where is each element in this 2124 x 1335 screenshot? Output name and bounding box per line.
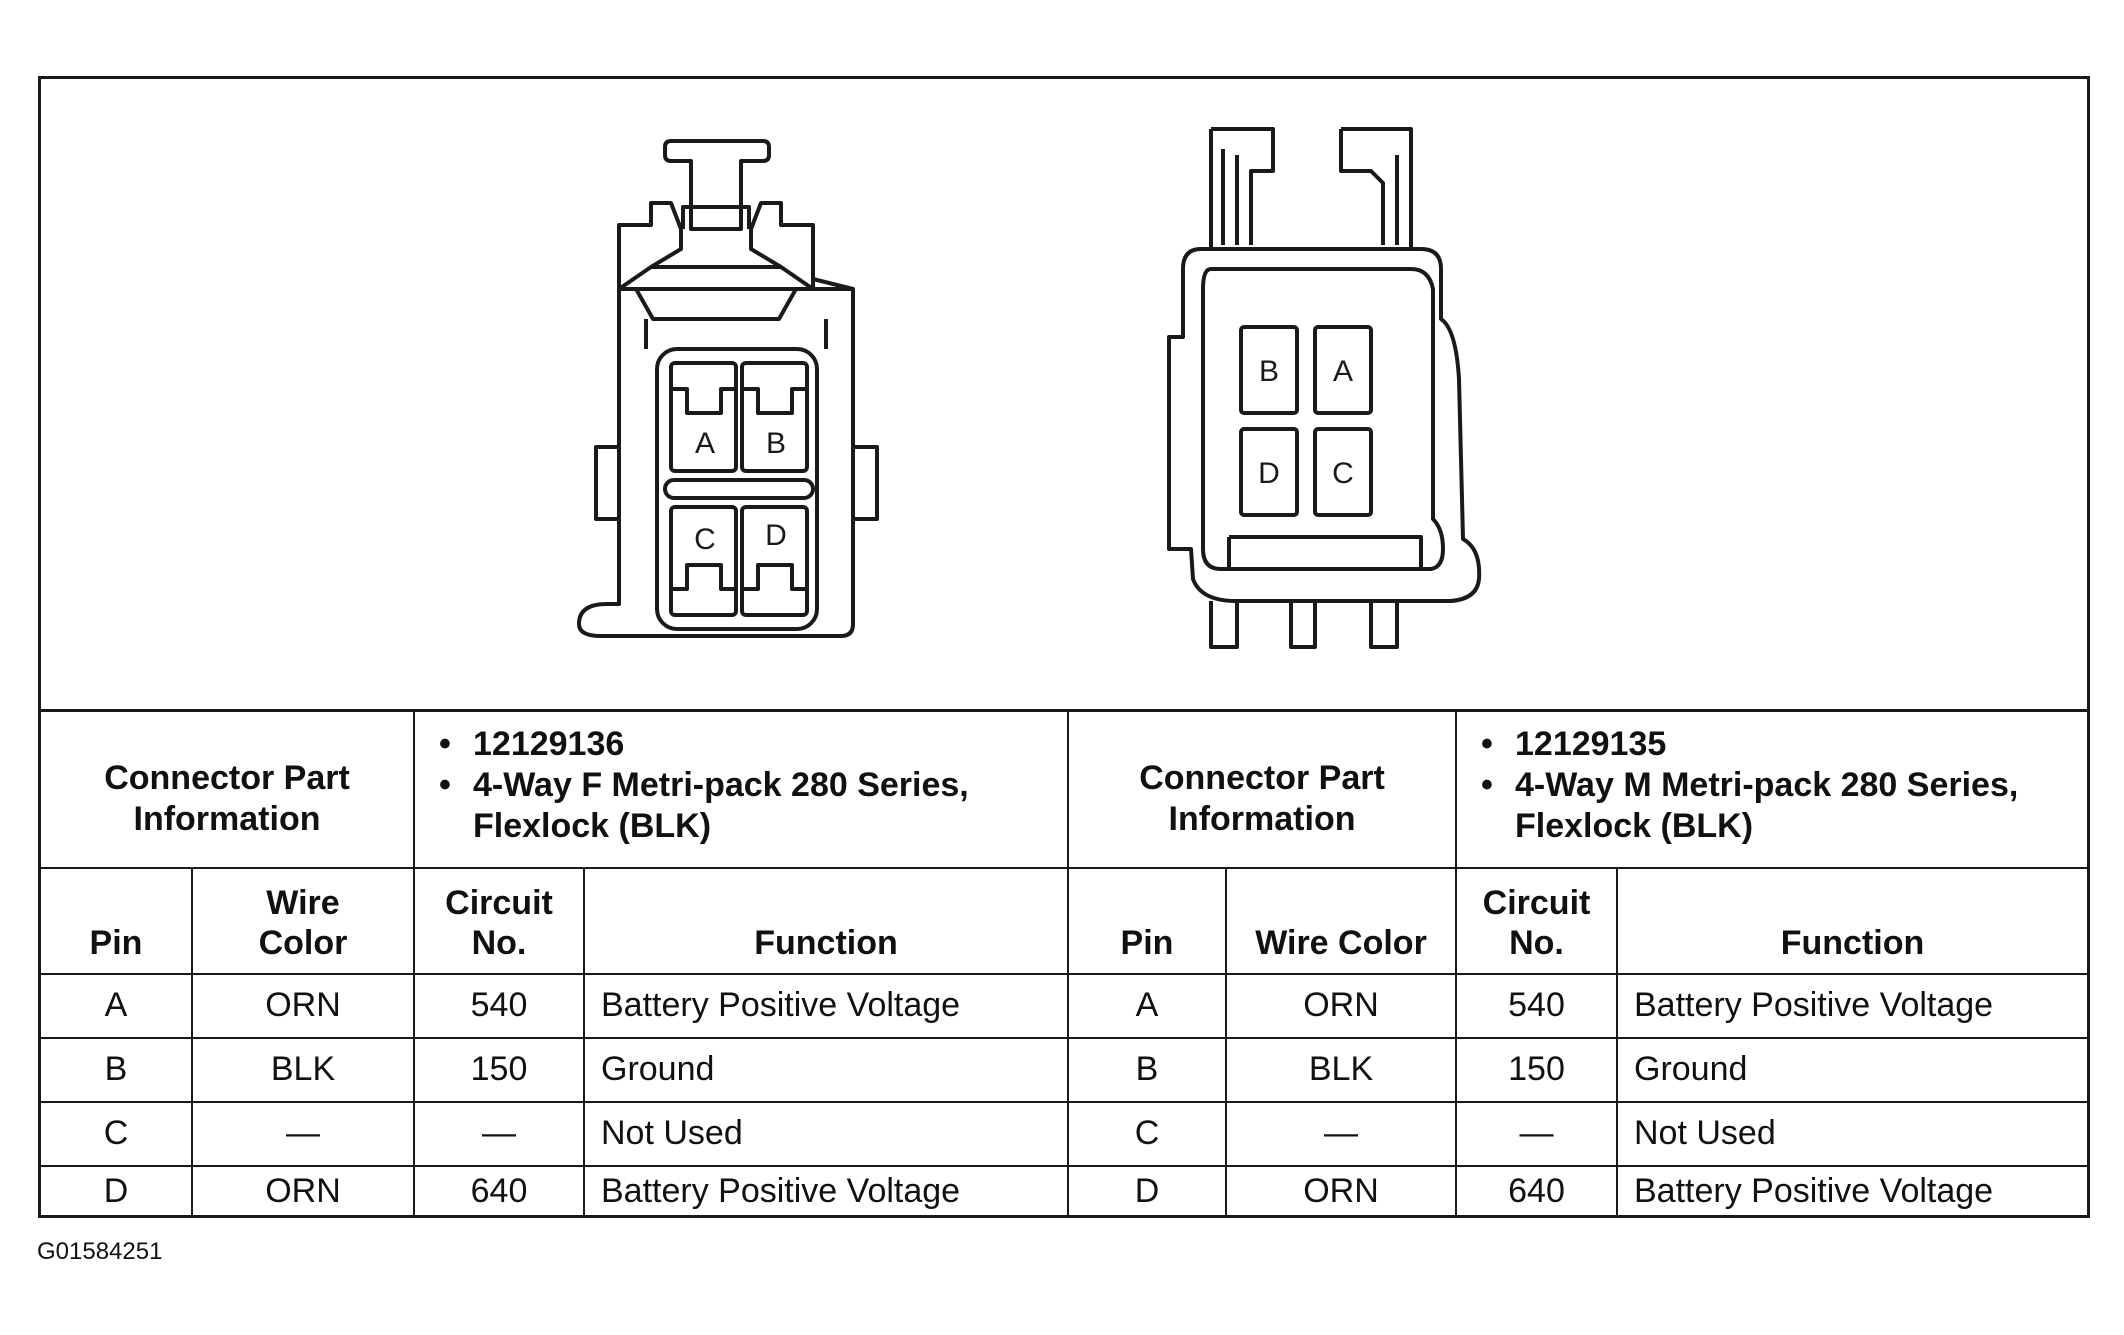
header-pin: Pin xyxy=(1067,866,1227,975)
wire-color-cell: ORN xyxy=(191,1164,415,1217)
header-circuit-no: Circuit No. xyxy=(413,866,585,975)
circuit-cell: — xyxy=(413,1100,585,1167)
cavity-label-a: A xyxy=(695,427,715,460)
pin-cell: C xyxy=(1067,1100,1227,1167)
cavity-label-d: D xyxy=(1258,457,1280,490)
wire-color-cell: — xyxy=(191,1100,415,1167)
header-circuit-no: Circuit No. xyxy=(1455,866,1618,975)
pin-cell: D xyxy=(41,1164,193,1217)
circuit-cell: 640 xyxy=(1455,1164,1618,1217)
connector-pinout-table: Connector Part Information 12129136 4-Wa… xyxy=(41,709,2087,1217)
cavity-label-d: D xyxy=(765,519,787,552)
connector-info-row: Connector Part Information 12129136 4-Wa… xyxy=(41,709,2087,869)
male-cavity-labels: B A D C xyxy=(1258,355,1354,490)
right-connector-info-label: Connector Part Information xyxy=(1067,709,1457,869)
header-function: Function xyxy=(1616,866,2087,975)
cavity-label-c: C xyxy=(1332,457,1354,490)
left-connector-info: 12129136 4-Way F Metri-pack 280 Series, … xyxy=(413,709,1069,869)
circuit-cell: 540 xyxy=(1455,972,1618,1039)
connector-diagram-frame: A B C D xyxy=(38,76,2090,1218)
pin-cell: A xyxy=(1067,972,1227,1039)
left-connector-info-label: Connector Part Information xyxy=(41,709,415,869)
figure-id: G01584251 xyxy=(37,1238,163,1265)
header-wire-color: Wire Color xyxy=(1225,866,1457,975)
function-cell: Ground xyxy=(1616,1036,2087,1103)
table-row: C — — Not Used C — — Not Used xyxy=(41,1100,2087,1167)
header-function: Function xyxy=(583,866,1069,975)
wire-color-cell: — xyxy=(1225,1100,1457,1167)
table-row: D ORN 640 Battery Positive Voltage D ORN… xyxy=(41,1164,2087,1217)
function-cell: Ground xyxy=(583,1036,1069,1103)
female-cavity-labels: A B C D xyxy=(694,427,787,556)
wire-color-cell: ORN xyxy=(1225,1164,1457,1217)
circuit-cell: — xyxy=(1455,1100,1618,1167)
pin-cell: B xyxy=(1067,1036,1227,1103)
table-row: B BLK 150 Ground B BLK 150 Ground xyxy=(41,1036,2087,1103)
table-row: A ORN 540 Battery Positive Voltage A ORN… xyxy=(41,972,2087,1039)
pin-cell: D xyxy=(1067,1164,1227,1217)
header-pin: Pin xyxy=(41,866,193,975)
cavity-label-b: B xyxy=(1259,355,1279,388)
right-connector-info: 12129135 4-Way M Metri-pack 280 Series, … xyxy=(1455,709,2087,869)
right-part-description: 4-Way M Metri-pack 280 Series, Flexlock … xyxy=(1457,765,2081,847)
header-wire-color: Wire Color xyxy=(191,866,415,975)
cavity-label-b: B xyxy=(766,427,786,460)
left-part-description: 4-Way F Metri-pack 280 Series, Flexlock … xyxy=(415,765,1061,847)
function-cell: Battery Positive Voltage xyxy=(1616,972,2087,1039)
wire-color-cell: ORN xyxy=(1225,972,1457,1039)
pin-cell: A xyxy=(41,972,193,1039)
circuit-cell: 150 xyxy=(413,1036,585,1103)
connector-drawings: A B C D xyxy=(577,127,1482,649)
function-cell: Battery Positive Voltage xyxy=(583,972,1069,1039)
wire-color-cell: ORN xyxy=(191,972,415,1039)
function-cell: Not Used xyxy=(1616,1100,2087,1167)
male-connector-drawing xyxy=(1167,127,1482,649)
wire-color-cell: BLK xyxy=(1225,1036,1457,1103)
column-header-row: Pin Wire Color Circuit No. Function Pin … xyxy=(41,866,2087,975)
left-part-number: 12129136 xyxy=(415,724,1061,765)
function-cell: Battery Positive Voltage xyxy=(1616,1164,2087,1217)
circuit-cell: 640 xyxy=(413,1164,585,1217)
circuit-cell: 540 xyxy=(413,972,585,1039)
function-cell: Battery Positive Voltage xyxy=(583,1164,1069,1217)
cavity-label-a: A xyxy=(1333,355,1353,388)
right-part-number: 12129135 xyxy=(1457,724,2081,765)
wire-color-cell: BLK xyxy=(191,1036,415,1103)
circuit-cell: 150 xyxy=(1455,1036,1618,1103)
cavity-label-c: C xyxy=(694,523,716,556)
female-connector-drawing xyxy=(577,139,879,638)
function-cell: Not Used xyxy=(583,1100,1069,1167)
pin-cell: C xyxy=(41,1100,193,1167)
pin-cell: B xyxy=(41,1036,193,1103)
